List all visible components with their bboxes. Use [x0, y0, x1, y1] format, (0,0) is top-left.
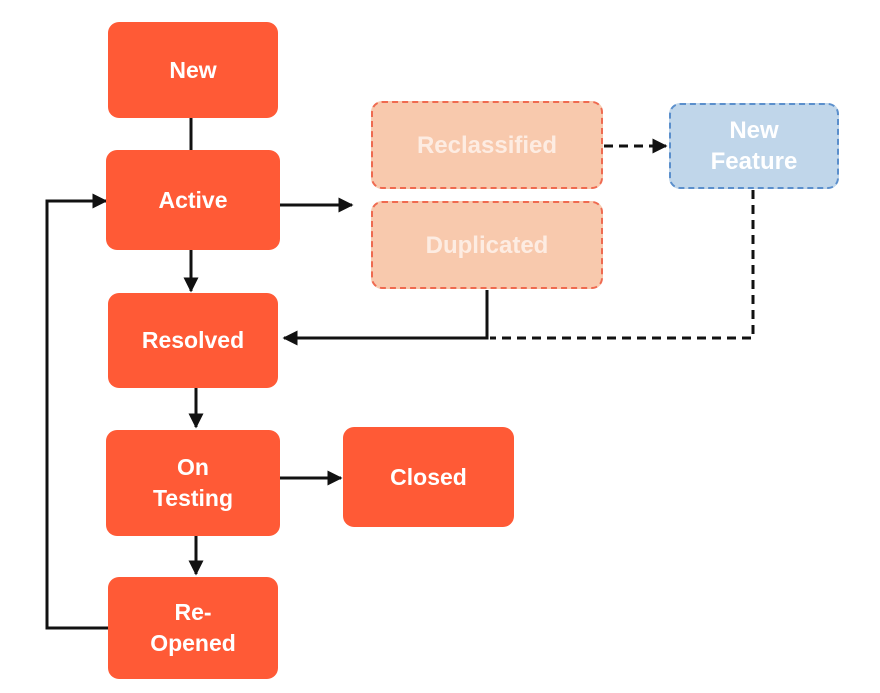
state-reopened: Re- Opened [108, 577, 278, 679]
state-on-testing: On Testing [106, 430, 280, 536]
state-new-feature: New Feature [669, 103, 839, 189]
state-reclassified: Reclassified [371, 101, 603, 189]
state-active: Active [106, 150, 280, 250]
arrow-duplicated-to-resolved [282, 290, 489, 346]
state-closed: Closed [343, 427, 514, 527]
arrow-new-feature-to-resolved [490, 190, 755, 340]
state-resolved: Resolved [108, 293, 278, 388]
state-new: New [108, 22, 278, 118]
arrow-reopened-to-active [45, 193, 108, 630]
state-duplicated: Duplicated [371, 201, 603, 289]
